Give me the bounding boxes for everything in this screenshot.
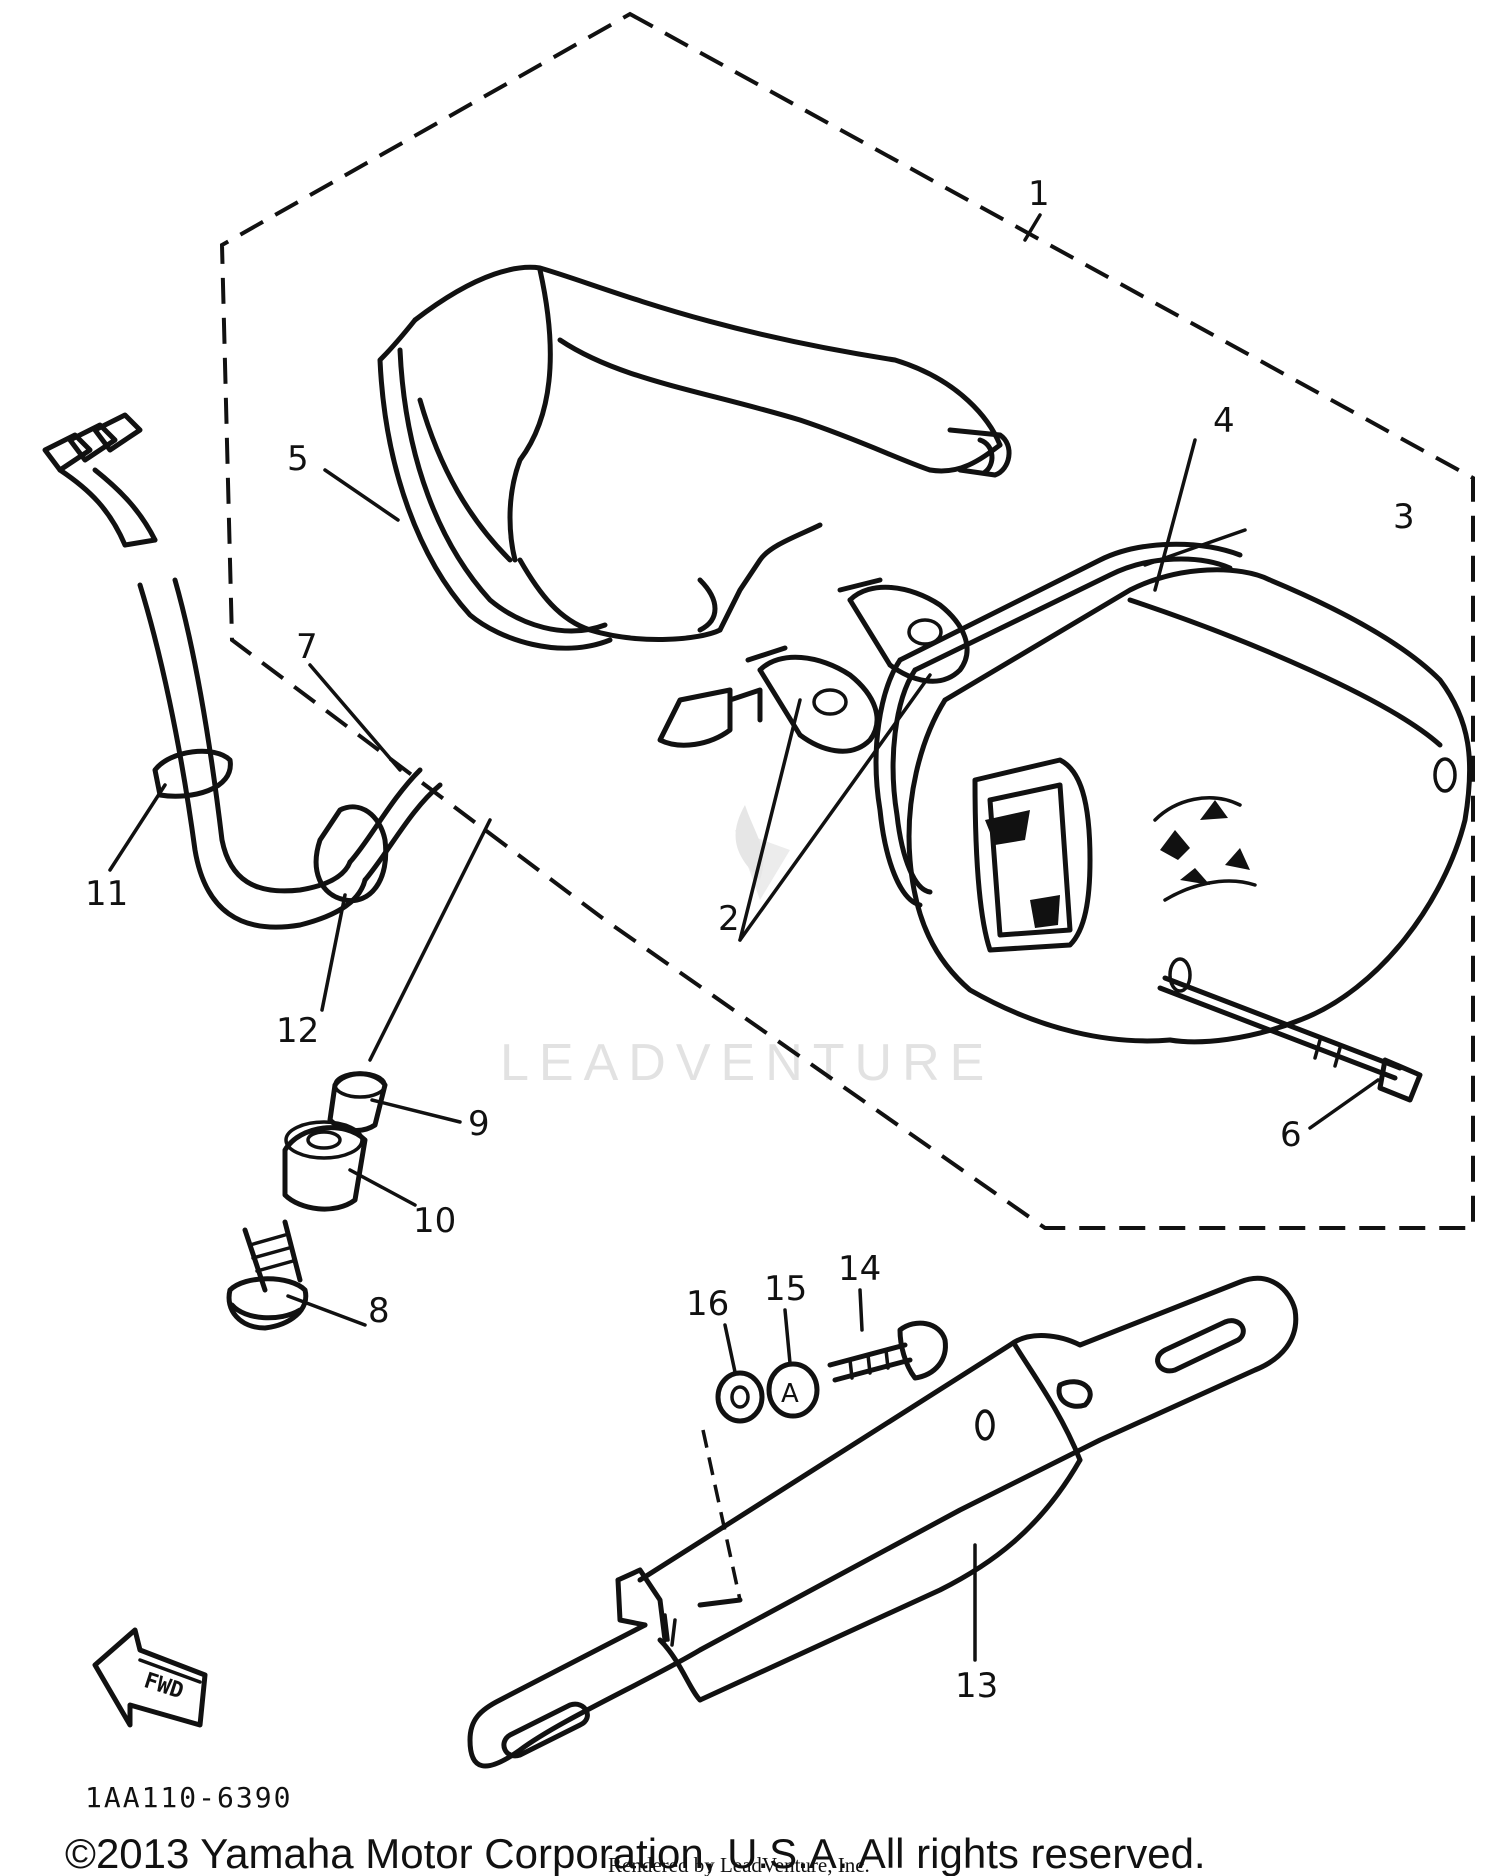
bulb bbox=[837, 577, 970, 684]
bulb bbox=[745, 645, 880, 754]
screw bbox=[827, 1320, 948, 1383]
callout-11: 11 bbox=[85, 874, 128, 914]
drawing-code: 1AA110-6390 bbox=[85, 1781, 292, 1814]
bolt bbox=[226, 1219, 309, 1331]
callout-10: 10 bbox=[413, 1201, 456, 1241]
callout-14: 14 bbox=[838, 1249, 881, 1289]
nut: A bbox=[766, 1361, 820, 1419]
leader-lines bbox=[108, 213, 1380, 1662]
rendered-by-notice: Rendered by LeadVenture, Inc. bbox=[608, 1853, 870, 1876]
washer bbox=[715, 1370, 765, 1424]
grommet bbox=[282, 1120, 368, 1212]
callout-9: 9 bbox=[468, 1104, 490, 1144]
callout-6: 6 bbox=[1280, 1115, 1302, 1155]
callout-16: 16 bbox=[686, 1284, 729, 1324]
washer-alignment-line bbox=[701, 1429, 742, 1601]
watermark-text: LEADVENTURE bbox=[500, 1034, 994, 1092]
license-bracket bbox=[467, 1275, 1299, 1769]
callout-3: 3 bbox=[1393, 497, 1415, 537]
callout-4: 4 bbox=[1213, 401, 1235, 441]
callout-7: 7 bbox=[296, 627, 318, 667]
svg-text:A: A bbox=[781, 1379, 799, 1409]
callout-15: 15 bbox=[764, 1269, 807, 1309]
copyright-notice: ©2013 Yamaha Motor Corporation, U.S.A. A… bbox=[65, 1830, 1206, 1876]
callout-13: 13 bbox=[955, 1666, 998, 1706]
lamp-base bbox=[377, 264, 1012, 748]
gasket bbox=[873, 541, 1243, 908]
callout-5: 5 bbox=[287, 439, 309, 479]
callout-2: 2 bbox=[718, 899, 740, 939]
assembly-boundary bbox=[219, 11, 1475, 1230]
callout-labels: 1 2 3 4 5 6 7 8 9 10 11 12 13 14 15 16 bbox=[85, 174, 1415, 1706]
callout-1: 1 bbox=[1028, 174, 1050, 214]
callout-12: 12 bbox=[276, 1011, 319, 1051]
leadventure-watermark: LEADVENTURE bbox=[500, 805, 994, 1092]
screw bbox=[1157, 975, 1423, 1103]
lens bbox=[906, 567, 1473, 1045]
forward-arrow-icon: FWD bbox=[92, 1627, 208, 1728]
wire-harness bbox=[42, 412, 443, 930]
callout-8: 8 bbox=[368, 1291, 390, 1331]
